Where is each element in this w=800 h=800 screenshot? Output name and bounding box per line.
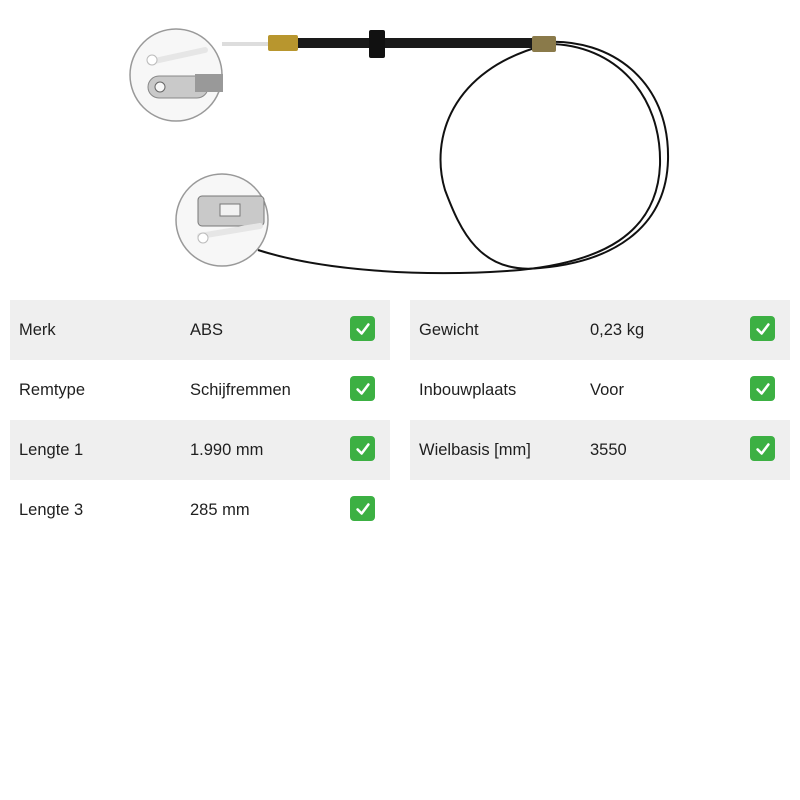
fitting-left bbox=[268, 35, 298, 51]
spec-value: 1.990 mm bbox=[190, 441, 264, 459]
spec-value: 0,23 kg bbox=[590, 321, 645, 339]
spec-label: Lengte 3 bbox=[19, 501, 84, 519]
check-icon bbox=[750, 376, 775, 401]
spec-row-brand: Merk ABS bbox=[10, 300, 390, 360]
cable-sheath bbox=[296, 38, 532, 48]
check-icon bbox=[350, 316, 375, 341]
cable bbox=[257, 43, 662, 275]
spec-label: Lengte 1 bbox=[19, 441, 84, 459]
spec-row-mounting-position: Inbouwplaats Voor bbox=[410, 360, 790, 420]
spec-value: ABS bbox=[190, 321, 224, 339]
check-icon bbox=[750, 436, 775, 461]
spec-table-left: Merk ABS Remtype Schijfremmen Lengte 1 1… bbox=[10, 300, 390, 540]
spec-value: Voor bbox=[590, 381, 624, 399]
spec-label: Gewicht bbox=[419, 321, 479, 339]
check-icon bbox=[350, 436, 375, 461]
rubber-grommet bbox=[369, 30, 385, 58]
check-icon bbox=[350, 496, 375, 521]
spec-label: Merk bbox=[19, 321, 56, 339]
fitting-right bbox=[532, 36, 556, 52]
spec-value: 285 mm bbox=[190, 501, 250, 519]
spec-row-brake-type: Remtype Schijfremmen bbox=[10, 360, 390, 420]
check-icon bbox=[750, 316, 775, 341]
cable bbox=[439, 40, 670, 270]
spec-value: 3550 bbox=[590, 441, 627, 459]
spec-label: Remtype bbox=[19, 381, 86, 399]
spec-label: Wielbasis [mm] bbox=[419, 441, 531, 459]
product-image bbox=[129, 28, 670, 275]
spec-row-length-3: Lengte 3 285 mm bbox=[10, 480, 390, 540]
spec-row-length-1: Lengte 1 1.990 mm bbox=[10, 420, 390, 480]
spec-row-wheelbase: Wielbasis [mm] 3550 bbox=[410, 420, 790, 480]
spec-table-right: Gewicht 0,23 kg Inbouwplaats Voor Wielba… bbox=[410, 300, 790, 480]
check-icon bbox=[350, 376, 375, 401]
spec-value: Schijfremmen bbox=[190, 381, 291, 399]
spec-row-weight: Gewicht 0,23 kg bbox=[410, 300, 790, 360]
spec-label: Inbouwplaats bbox=[419, 381, 517, 399]
